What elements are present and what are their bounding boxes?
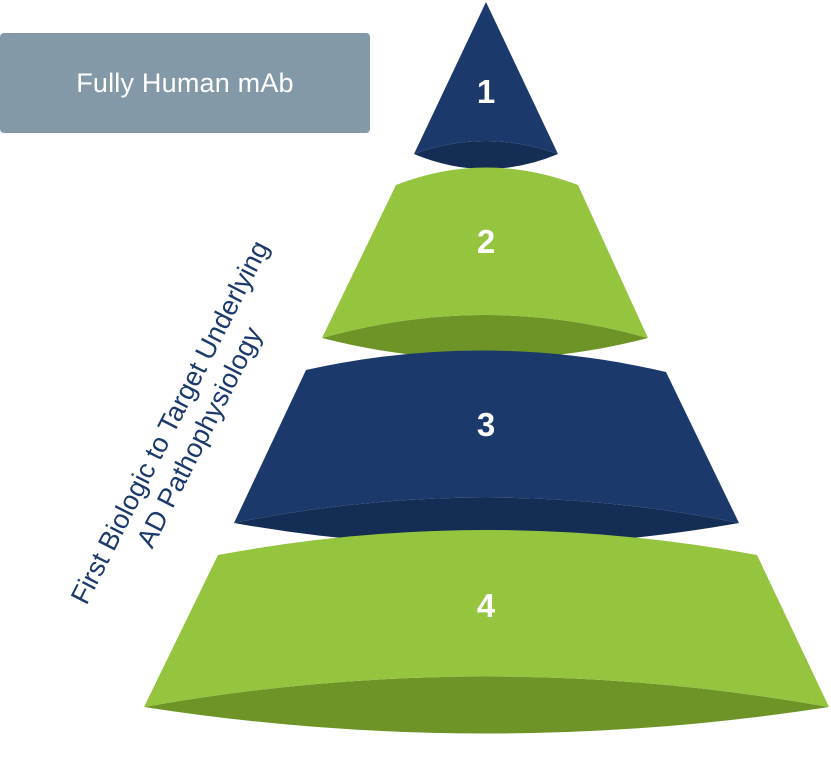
tier-4-face <box>144 530 829 707</box>
tier-4-base <box>144 676 829 734</box>
tier-1-base <box>414 141 558 169</box>
fully-human-mab-text: Fully Human mAb <box>76 67 294 98</box>
tier-3-number: 3 <box>477 406 495 443</box>
tier-2-base <box>322 315 648 359</box>
tier-2-face <box>322 167 648 338</box>
tier-4-number: 4 <box>477 587 496 624</box>
tier-1-number: 1 <box>477 73 495 110</box>
tier-1-face <box>414 2 558 154</box>
pyramid-tier-3: 3 <box>234 350 739 546</box>
pyramid-tier-4: 4 <box>144 530 829 734</box>
pyramid-tier-2: 2 <box>322 167 648 359</box>
tier-2-number: 2 <box>477 223 495 260</box>
fully-human-mab-label: Fully Human mAb <box>0 33 370 133</box>
tier-3-face <box>234 350 739 523</box>
pyramid-tier-1: 1 <box>414 2 558 169</box>
tier-3-base <box>234 497 739 546</box>
